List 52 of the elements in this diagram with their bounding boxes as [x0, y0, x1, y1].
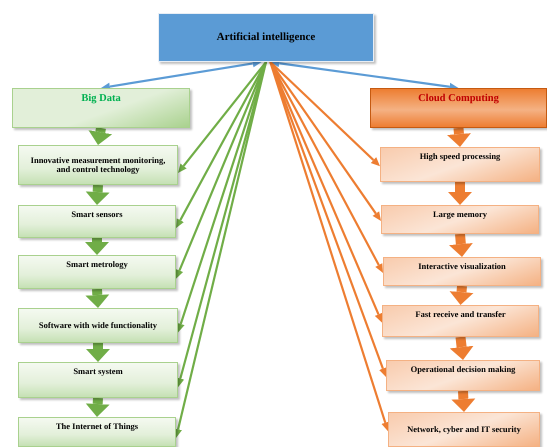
box-label: Artificial intelligence [216, 31, 316, 44]
process-box [370, 88, 547, 128]
block-arrow [448, 234, 473, 257]
block-arrow [86, 184, 110, 205]
box-label: High speed processing [420, 152, 500, 162]
arrow [269, 62, 387, 378]
process-box [18, 205, 176, 238]
block-arrow [448, 182, 472, 205]
box-label: Operational decision making [410, 365, 516, 374]
process-box [382, 305, 539, 337]
box-label: Network, cyber and IT security [407, 424, 521, 434]
block-arrow [450, 336, 474, 360]
arrow [270, 61, 380, 166]
arrow [269, 62, 390, 432]
arrow [176, 61, 267, 228]
block-arrow [86, 398, 110, 417]
process-box [18, 417, 176, 447]
box-label: Big Data [81, 93, 121, 105]
arrow [176, 62, 268, 388]
box-label: The Internet of Things [56, 422, 138, 432]
process-box [18, 255, 176, 289]
box-label: Interactive visualization [418, 262, 506, 272]
box-label: Smart sensors [71, 210, 123, 220]
arrow [174, 62, 268, 438]
block-arrow [450, 286, 474, 305]
process-box [18, 362, 178, 398]
process-box [383, 257, 541, 286]
block-arrow [451, 390, 476, 412]
arrow [178, 61, 267, 173]
box-label: Cloud Computing [418, 93, 499, 105]
box-label: Smart metrology [66, 260, 128, 270]
arrow [269, 61, 381, 221]
box-label: Innovative measurement monitoring, and control technology [30, 156, 166, 174]
process-box [386, 360, 540, 391]
process-box [381, 205, 539, 234]
box-label: Smart system [73, 367, 123, 376]
arrow [101, 60, 262, 90]
process-box [158, 13, 374, 62]
block-arrow [86, 343, 110, 362]
block-arrow [85, 238, 109, 255]
process-box [380, 147, 540, 182]
box-label: Large memory [432, 210, 488, 220]
process-box [12, 88, 190, 128]
block-arrow [85, 288, 110, 308]
block-arrow [447, 128, 471, 147]
process-box [18, 145, 178, 185]
box-label: Software with wide functionality [38, 320, 158, 330]
arrow [269, 62, 382, 323]
process-box [388, 412, 540, 447]
process-box [18, 308, 178, 343]
box-label: Fast receive and transfer [415, 310, 506, 320]
block-arrow [88, 127, 112, 145]
